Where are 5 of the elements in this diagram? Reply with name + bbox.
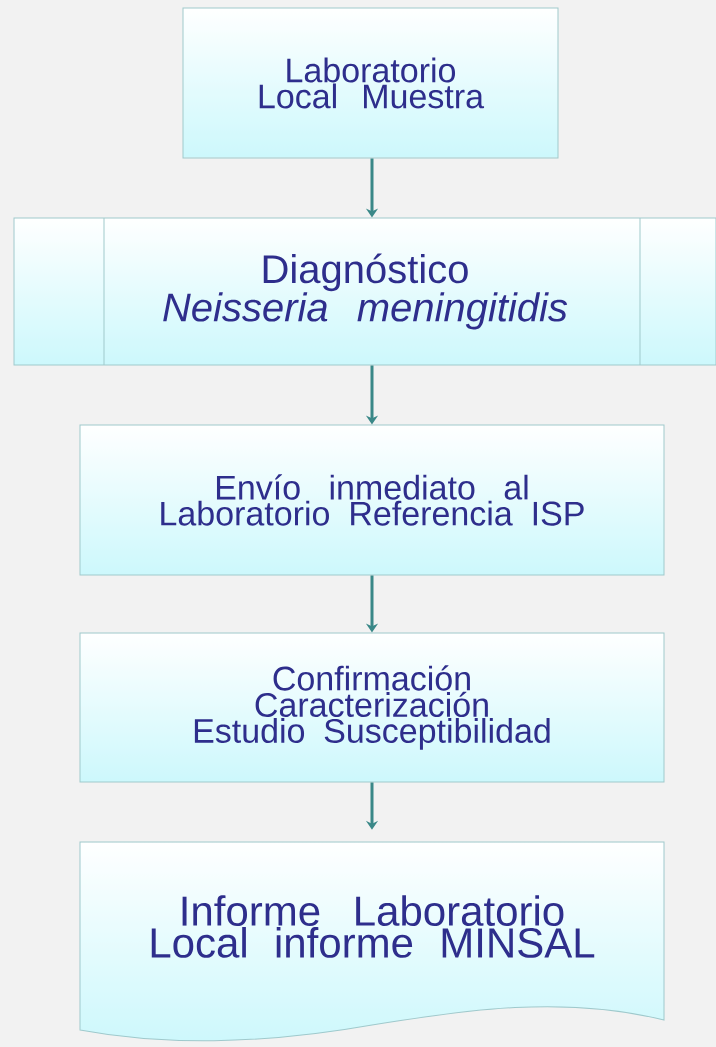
- predefined-process-box: Diagnóstico Neisseria meningitidis: [13, 217, 716, 366]
- process-box: Confirmación Caracterización Estudio Susceptibilidad: [79, 632, 665, 783]
- document-box: Informe Laboratorio Local informe MINSAL: [79, 841, 665, 1042]
- process-box: Envío inmediato al Laboratorio Referencia ISP: [79, 424, 665, 576]
- process-box: Laboratorio Local Muestra: [182, 7, 559, 159]
